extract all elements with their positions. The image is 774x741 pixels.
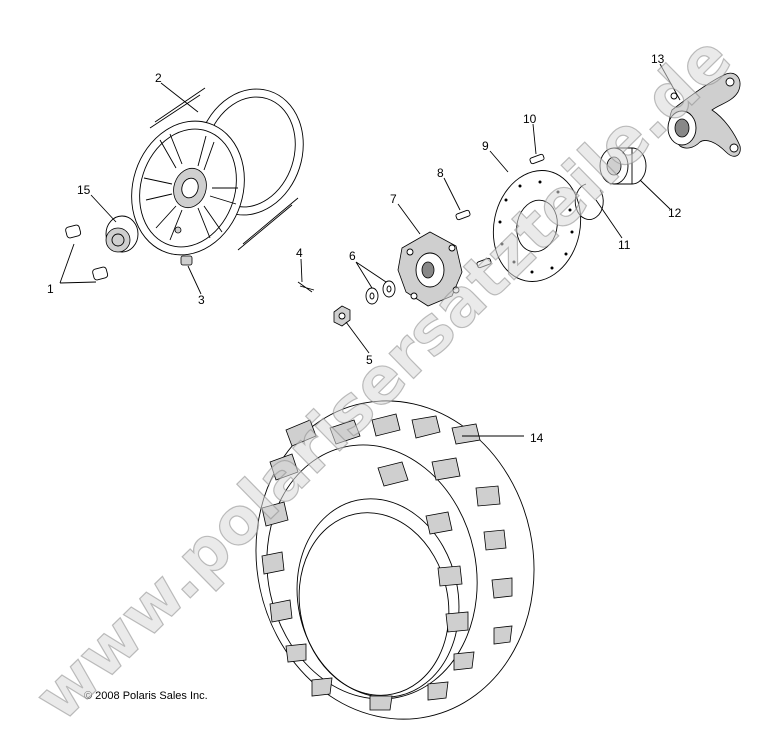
snap-ring: [574, 183, 604, 220]
callout-14: 14: [530, 431, 544, 445]
steering-knuckle: [667, 72, 741, 157]
callout-3: 3: [198, 293, 205, 307]
callout-7: 7: [390, 192, 397, 206]
cotter-pin: [297, 281, 315, 293]
castle-nut: [333, 305, 351, 327]
callout-8: 8: [437, 166, 444, 180]
callout-4: 4: [296, 246, 303, 260]
caliper-bolt: [529, 153, 545, 165]
callout-12: 12: [668, 206, 682, 220]
callout-labels: 1 2 3 4 5 6 7 8 9 10 11 12 13 14 15: [47, 52, 682, 445]
wheel-nuts: [65, 224, 109, 281]
copyright-notice: © 2008 Polaris Sales Inc.: [84, 690, 208, 702]
tire: [255, 400, 535, 720]
centre-cap: [105, 215, 139, 253]
callout-2: 2: [155, 71, 162, 85]
brake-disc: [492, 170, 582, 282]
callout-11: 11: [618, 238, 631, 252]
wheel-bearing: [599, 147, 647, 185]
callout-5: 5: [366, 353, 373, 367]
callout-13: 13: [651, 52, 665, 66]
valve-stem: [180, 255, 193, 266]
leader-lines: [59, 63, 681, 437]
wheel-rim: [131, 87, 304, 256]
callout-1: 1: [47, 282, 54, 296]
callout-9: 9: [482, 139, 489, 153]
washers: [365, 280, 396, 305]
hub-bolt: [455, 209, 471, 221]
callout-15: 15: [77, 183, 91, 197]
callout-10: 10: [523, 112, 537, 126]
callout-6: 6: [349, 249, 356, 263]
wheel-hub: [397, 231, 492, 307]
